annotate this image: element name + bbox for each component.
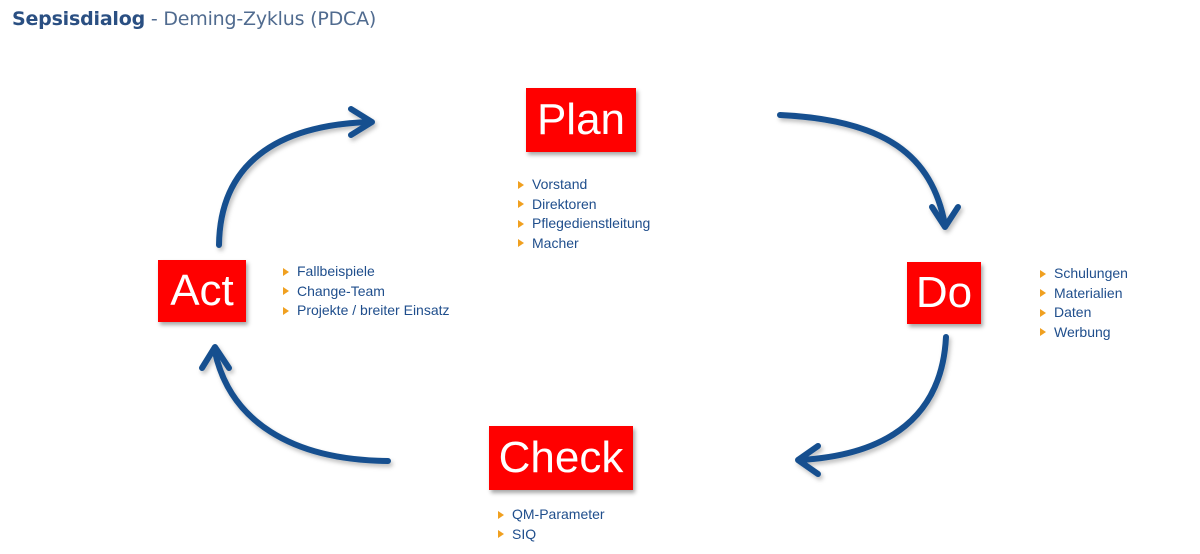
arrow-bullet-icon — [518, 200, 524, 209]
list-item-label: Pflegedienstleitung — [532, 215, 651, 231]
list-item-label: QM-Parameter — [512, 506, 605, 522]
list-item-label: Change-Team — [297, 282, 385, 299]
list-item: Pflegedienstleitung — [518, 214, 650, 234]
list-item-label: Materialien — [1054, 284, 1123, 301]
act-item-list: Fallbeispiele Change-Team Projekte / bre… — [283, 262, 450, 321]
list-item: Direktoren — [518, 195, 650, 215]
arrow-bullet-icon — [283, 267, 289, 276]
phase-plan-box: Plan — [526, 88, 636, 152]
list-item: Werbung — [1040, 323, 1128, 343]
arrow-bullet-icon — [518, 239, 524, 248]
arrow-bullet-icon — [1040, 308, 1046, 317]
list-item-label: Direktoren — [532, 195, 597, 212]
arrow-bullet-icon — [283, 306, 289, 315]
list-item: Change-Team — [283, 282, 450, 302]
list-item: Schulungen — [1040, 264, 1128, 284]
page-title: Sepsisdialog - Deming-Zyklus (PDCA) — [12, 8, 376, 30]
list-item: Fallbeispiele — [283, 262, 450, 282]
arrow-bullet-icon — [518, 180, 524, 189]
arrow-bullet-icon — [283, 287, 289, 296]
list-item: Materialien — [1040, 284, 1128, 304]
list-item-label: SIQ — [512, 525, 537, 542]
list-item-label: Werbung — [1054, 323, 1111, 340]
list-item-label: Vorstand — [532, 176, 588, 192]
plan-item-list: Vorstand Direktoren Pflegedienstleitung … — [518, 175, 650, 253]
arrow-bullet-icon — [518, 219, 524, 228]
title-rest: - Deming-Zyklus (PDCA) — [145, 8, 377, 30]
list-item: Macher — [518, 234, 650, 254]
list-item-label: Daten — [1054, 304, 1092, 320]
arrow-bullet-icon — [1040, 289, 1046, 298]
phase-act-box: Act — [158, 260, 246, 322]
list-item: Vorstand — [518, 175, 650, 195]
phase-do-box: Do — [907, 262, 981, 324]
list-item: SIQ — [498, 525, 605, 545]
arrow-check-to-act — [199, 344, 391, 464]
arrow-plan-to-do — [777, 112, 961, 230]
list-item: Daten — [1040, 303, 1128, 323]
arrow-act-to-plan — [216, 106, 375, 248]
arrow-do-to-check — [795, 334, 949, 477]
list-item: Projekte / breiter Einsatz — [283, 301, 450, 321]
arrow-bullet-icon — [498, 530, 504, 539]
arrow-bullet-icon — [1040, 269, 1046, 278]
list-item-label: Schulungen — [1054, 265, 1128, 281]
title-strong: Sepsisdialog — [12, 8, 146, 30]
do-item-list: Schulungen Materialien Daten Werbung — [1040, 264, 1128, 342]
list-item-label: Fallbeispiele — [297, 263, 375, 279]
phase-check-box: Check — [489, 426, 633, 490]
check-item-list: QM-Parameter SIQ — [498, 505, 605, 544]
list-item-label: Projekte / breiter Einsatz — [297, 302, 450, 318]
list-item-label: Macher — [532, 234, 579, 251]
arrow-bullet-icon — [498, 510, 504, 519]
arrow-bullet-icon — [1040, 328, 1046, 337]
list-item: QM-Parameter — [498, 505, 605, 525]
